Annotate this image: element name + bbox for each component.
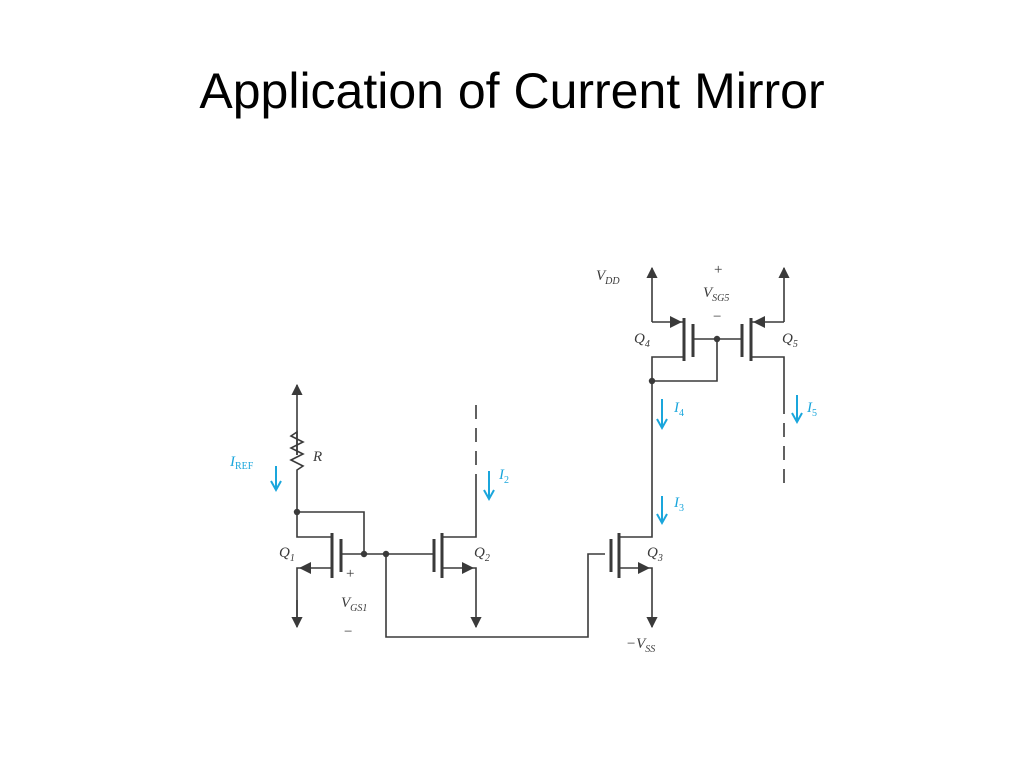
resistor-label: R (312, 449, 322, 465)
i2-label: I2 (498, 467, 509, 486)
i4-label: I4 (673, 400, 684, 419)
vsg5-label: VSG5 (703, 285, 729, 304)
q3-transistor (609, 381, 658, 629)
vsg5-plus: + (714, 262, 722, 278)
vgs1-label: VGS1 (341, 595, 367, 614)
q2-transistor (432, 405, 482, 629)
gate-bus (382, 550, 605, 638)
q5-label: Q5 (782, 331, 798, 350)
page-title: Application of Current Mirror (199, 63, 825, 119)
i5-label: I5 (806, 400, 817, 419)
vss-label: −VSS (626, 636, 655, 655)
iref-label: IREF (229, 454, 254, 472)
q4-q5-mirror (646, 266, 790, 490)
vdd-label: VDD (596, 268, 620, 287)
q2-label: Q2 (474, 545, 490, 564)
q1-branch (289, 383, 386, 629)
i3-label: I3 (673, 495, 684, 514)
vgs1-minus: − (344, 624, 352, 640)
current-arrows (270, 395, 803, 526)
q4-label: Q4 (634, 331, 650, 350)
vgs1-plus: + (346, 566, 354, 582)
q3-label: Q3 (647, 545, 663, 564)
q1-label: Q1 (279, 545, 295, 564)
resistor-r (289, 430, 305, 512)
vsg5-minus: − (713, 309, 721, 325)
